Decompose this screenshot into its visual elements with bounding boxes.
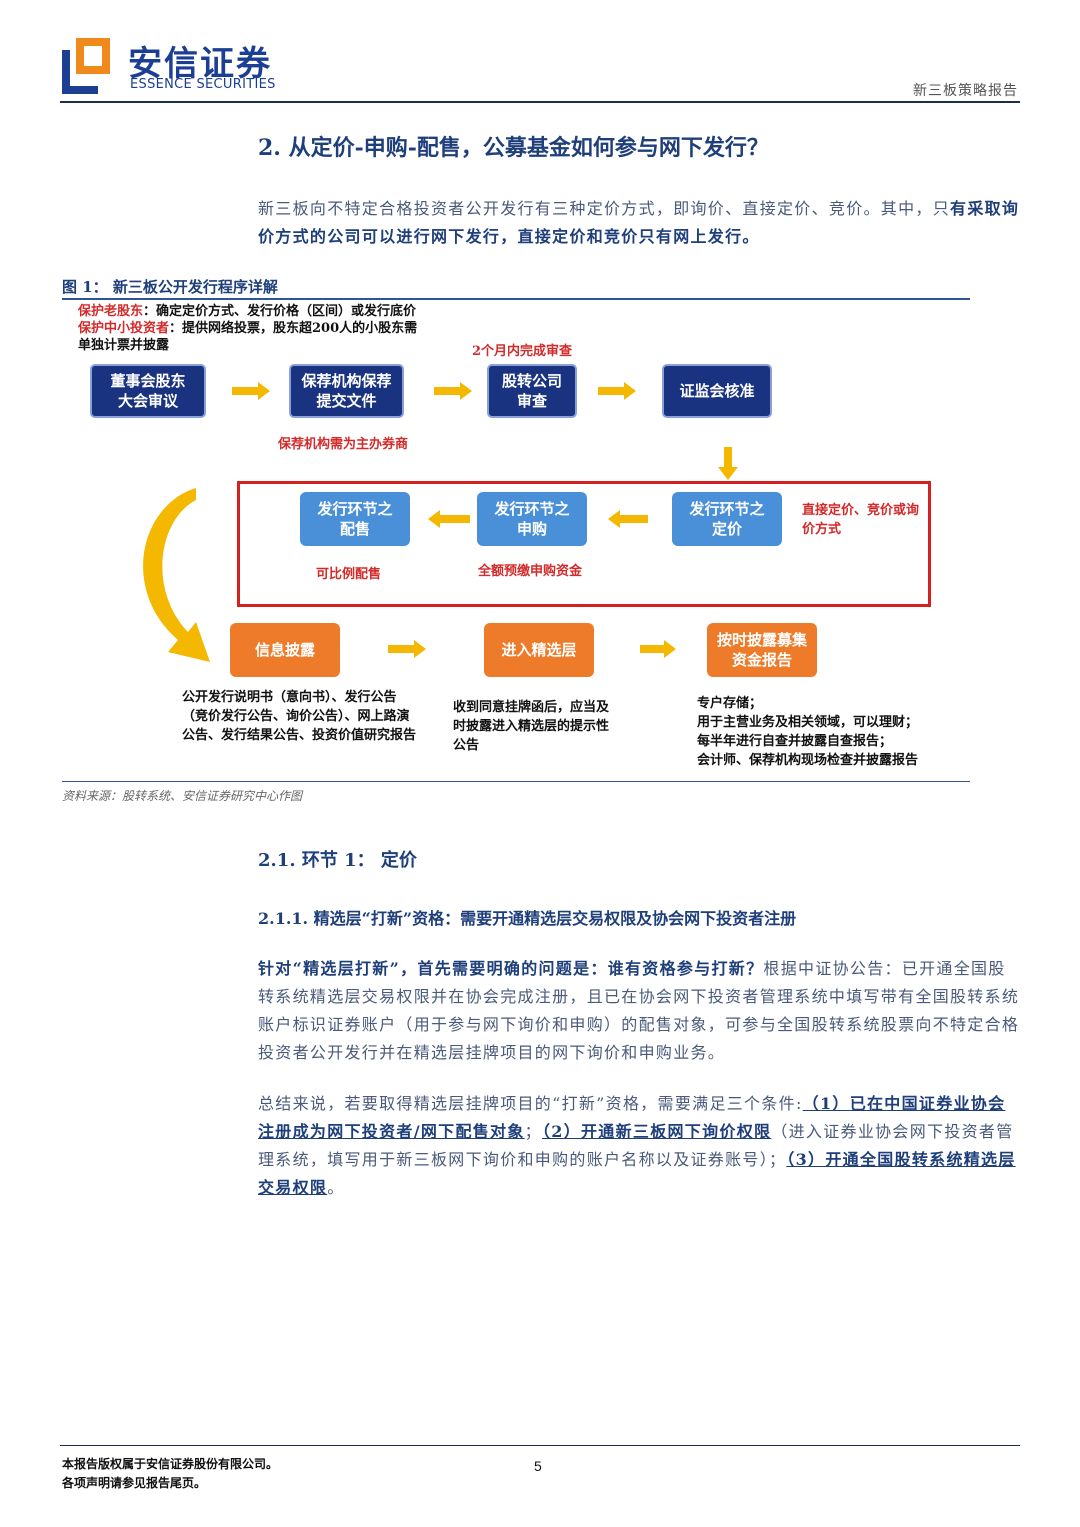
subscription-note: 全额预缴申购资金 <box>478 564 583 579</box>
figure-bottom-rule <box>62 781 970 782</box>
step-select-tier: 进入精选层 <box>484 623 594 677</box>
report-type: 新三板策略报告 <box>913 83 1018 99</box>
shareholder-protection-note: 保护老股东：确定定价方式、发行价格（区间）或发行底价 保护中小投资者：提供网络投… <box>78 304 418 353</box>
arrow-board-to-sponsor <box>232 382 270 400</box>
arrow-neeq-to-csrc <box>598 382 636 400</box>
step-fund-report: 按时披露募集资金报告 <box>707 623 817 677</box>
company-name-en: ESSENCE SECURITIES <box>130 77 276 92</box>
arrow-select-to-report <box>640 640 676 658</box>
swoosh-allot-to-disclose <box>143 488 210 662</box>
company-name-cn: 安信证券 <box>128 44 272 84</box>
sub-subsection-title: 2.1.1. 精选层“打新”资格：需要开通精选层交易权限及协会网下投资者注册 <box>258 909 797 928</box>
copyright-notice: 本报告版权属于安信证券股份有限公司。 各项声明请参见报告尾页。 <box>62 1457 279 1490</box>
figure-caption: 图 1： 新三板公开发行程序详解 <box>62 278 278 296</box>
disclosure-description: 公开发行说明书（意向书）、发行公告（竞价发行公告、询价公告）、网上路演公告、发行… <box>182 690 417 743</box>
review-deadline-note: 2个月内完成审查 <box>472 344 573 359</box>
select-tier-description: 收到同意挂牌函后，应当及时披露进入精选层的提示性公告 <box>453 700 610 753</box>
step-disclosure: 信息披露 <box>230 623 340 677</box>
figure-top-rule <box>62 298 970 300</box>
step-subscription: 发行环节之申购 <box>477 492 587 546</box>
step-board-review: 董事会股东大会审议 <box>90 364 206 418</box>
arrow-csrc-to-pricing <box>718 447 738 480</box>
arrow-disclose-to-select <box>388 640 426 658</box>
footer-divider <box>60 1445 1020 1446</box>
intro-paragraph: 新三板向不特定合格投资者公开发行有三种定价方式，即询价、直接定价、竞价。其中，只… <box>258 199 1020 246</box>
sponsor-requirement-note: 保荐机构需为主办券商 <box>278 437 409 452</box>
header-divider <box>60 101 1020 103</box>
step-sponsor-submit: 保荐机构保荐提交文件 <box>289 364 404 418</box>
fund-report-description: 专户存储； 用于主营业务及相关领域，可以理财； 每半年进行自查并披露自查报告； … <box>697 696 919 768</box>
pricing-method-note: 直接定价、竞价或询价方式 <box>802 503 920 537</box>
essence-logo-icon <box>62 38 110 94</box>
allotment-note: 可比例配售 <box>316 567 382 582</box>
step-pricing: 发行环节之定价 <box>672 492 782 546</box>
arrow-subscribe-to-allot <box>428 510 470 528</box>
figure-source: 资料来源：股转系统、安信证券研究中心作图 <box>62 789 303 803</box>
step-csrc-approval: 证监会核准 <box>662 364 772 418</box>
arrow-pricing-to-subscribe <box>608 510 648 528</box>
step-neeq-review: 股转公司审查 <box>487 364 577 418</box>
arrow-sponsor-to-neeq <box>434 382 472 400</box>
page-number: 5 <box>534 1458 542 1474</box>
section-title: 2. 从定价-申购-配售，公募基金如何参与网下发行？ <box>258 135 769 161</box>
issuance-stage-frame <box>237 481 931 607</box>
step-allotment: 发行环节之配售 <box>300 492 410 546</box>
conditions-paragraph: 总结来说，若要取得精选层挂牌项目的“打新”资格，需要满足三个条件:（1）已在中国… <box>258 1094 1016 1197</box>
eligibility-paragraph: 针对“精选层打新”，首先需要明确的问题是：谁有资格参与打新？根据中证协公告：已开… <box>258 959 1020 1062</box>
subsection-title: 2.1. 环节 1： 定价 <box>258 850 417 871</box>
flow-arrows <box>143 382 738 662</box>
